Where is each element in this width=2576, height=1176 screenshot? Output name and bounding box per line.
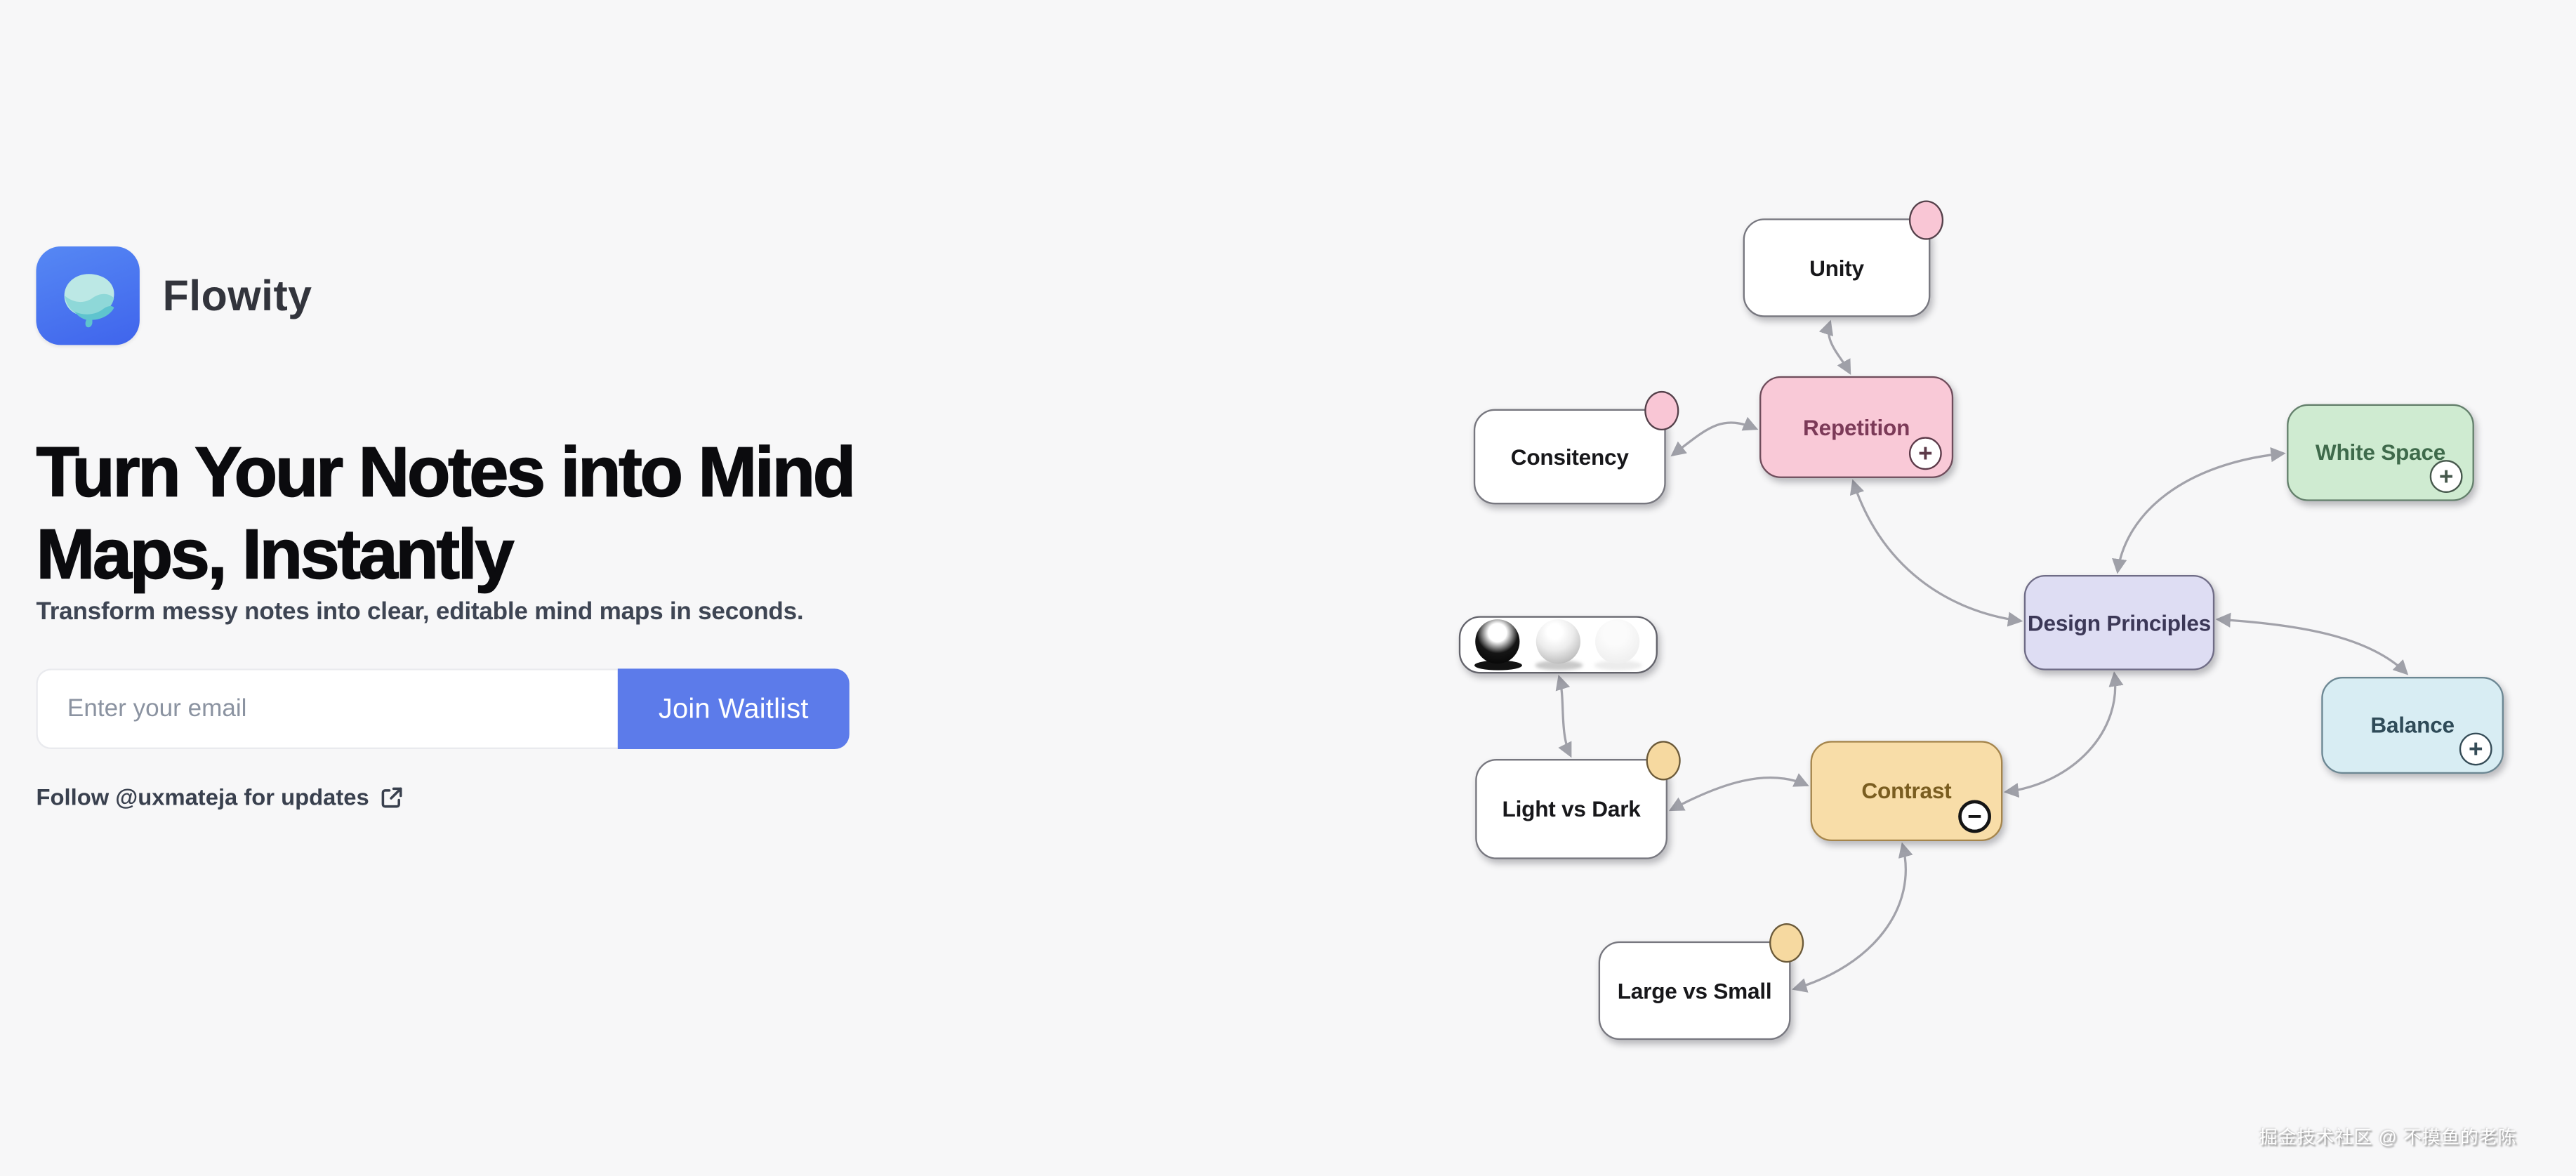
edge-design-whitespace <box>2112 447 2286 574</box>
mindmap-node-contrast[interactable]: Contrast− <box>1810 741 2003 842</box>
join-waitlist-button[interactable]: Join Waitlist <box>617 668 850 749</box>
expand-button[interactable]: + <box>1908 437 1942 470</box>
brain-icon <box>63 274 114 328</box>
mindmap-node-unity[interactable]: Unity <box>1743 200 1944 317</box>
edge-design-contrast <box>2003 671 2124 798</box>
follow-link[interactable]: Follow @uxmateja for updates <box>36 784 402 810</box>
node-label: Design Principles <box>2027 610 2212 635</box>
edge-lightdark-spheres <box>1555 674 1572 758</box>
expand-button[interactable]: + <box>2429 460 2463 493</box>
node-label: Contrast <box>1861 779 1952 804</box>
edge-design-balance <box>2215 612 2409 675</box>
edge-contrast-lightdark <box>1668 773 1809 812</box>
external-link-icon <box>381 786 402 807</box>
node-label: White Space <box>2315 440 2446 465</box>
page-title-line2: Maps, Instantly <box>36 515 515 595</box>
edge-repetition-consitency <box>1670 416 1759 457</box>
expand-button[interactable]: + <box>2459 732 2492 766</box>
node-label: Consitency <box>1510 444 1629 470</box>
follow-link-label: Follow @uxmateja for updates <box>36 784 369 810</box>
edge-repetition-design <box>1849 479 2023 627</box>
edge-repetition-unity <box>1818 319 1851 375</box>
faint-sphere-image <box>1594 619 1643 670</box>
mindmap-node-balance[interactable]: Balance+ <box>2321 677 2504 774</box>
node-label: Balance <box>2370 713 2455 738</box>
mindmap-node-lightdark[interactable]: Light vs Dark <box>1475 741 1681 859</box>
collapse-button[interactable]: − <box>1958 800 1991 833</box>
silver-sphere-image <box>1533 619 1583 670</box>
page-title-line1: Turn Your Notes into Mind <box>36 432 857 513</box>
black-sphere-image <box>1474 619 1523 670</box>
watermark: 掘金技术社区 @ 不摸鱼的老陈 <box>2259 1128 2517 1149</box>
node-label: Large vs Small <box>1617 978 1772 1003</box>
mindmap-node-consitency[interactable]: Consitency <box>1473 390 1679 505</box>
mindmap-node-largesmall[interactable]: Large vs Small <box>1598 923 1804 1040</box>
page-title: Turn Your Notes into Mind Maps, Instantl… <box>36 432 857 596</box>
flowity-logo <box>36 246 140 345</box>
node-label: Light vs Dark <box>1502 796 1641 821</box>
brand: Flowity <box>36 246 312 345</box>
mindmap-node-spheres[interactable] <box>1458 616 1658 674</box>
node-handle-badge[interactable] <box>1644 390 1679 431</box>
edge-contrast-largesmall <box>1792 842 1913 993</box>
hero-subtitle: Transform messy notes into clear, editab… <box>36 597 804 626</box>
node-label: Repetition <box>1803 414 1910 440</box>
node-handle-badge[interactable] <box>1908 200 1944 240</box>
waitlist-form: Join Waitlist <box>36 668 850 749</box>
node-handle-badge[interactable] <box>1646 741 1681 781</box>
email-field[interactable] <box>36 668 618 749</box>
mindmap-node-design[interactable]: Design Principles <box>2023 574 2215 670</box>
node-handle-badge[interactable] <box>1769 923 1804 963</box>
mindmap-node-repetition[interactable]: Repetition+ <box>1759 376 1954 478</box>
node-label: Unity <box>1809 255 1864 280</box>
brand-name: Flowity <box>162 270 312 320</box>
mindmap-node-whitespace[interactable]: White Space+ <box>2287 404 2474 501</box>
